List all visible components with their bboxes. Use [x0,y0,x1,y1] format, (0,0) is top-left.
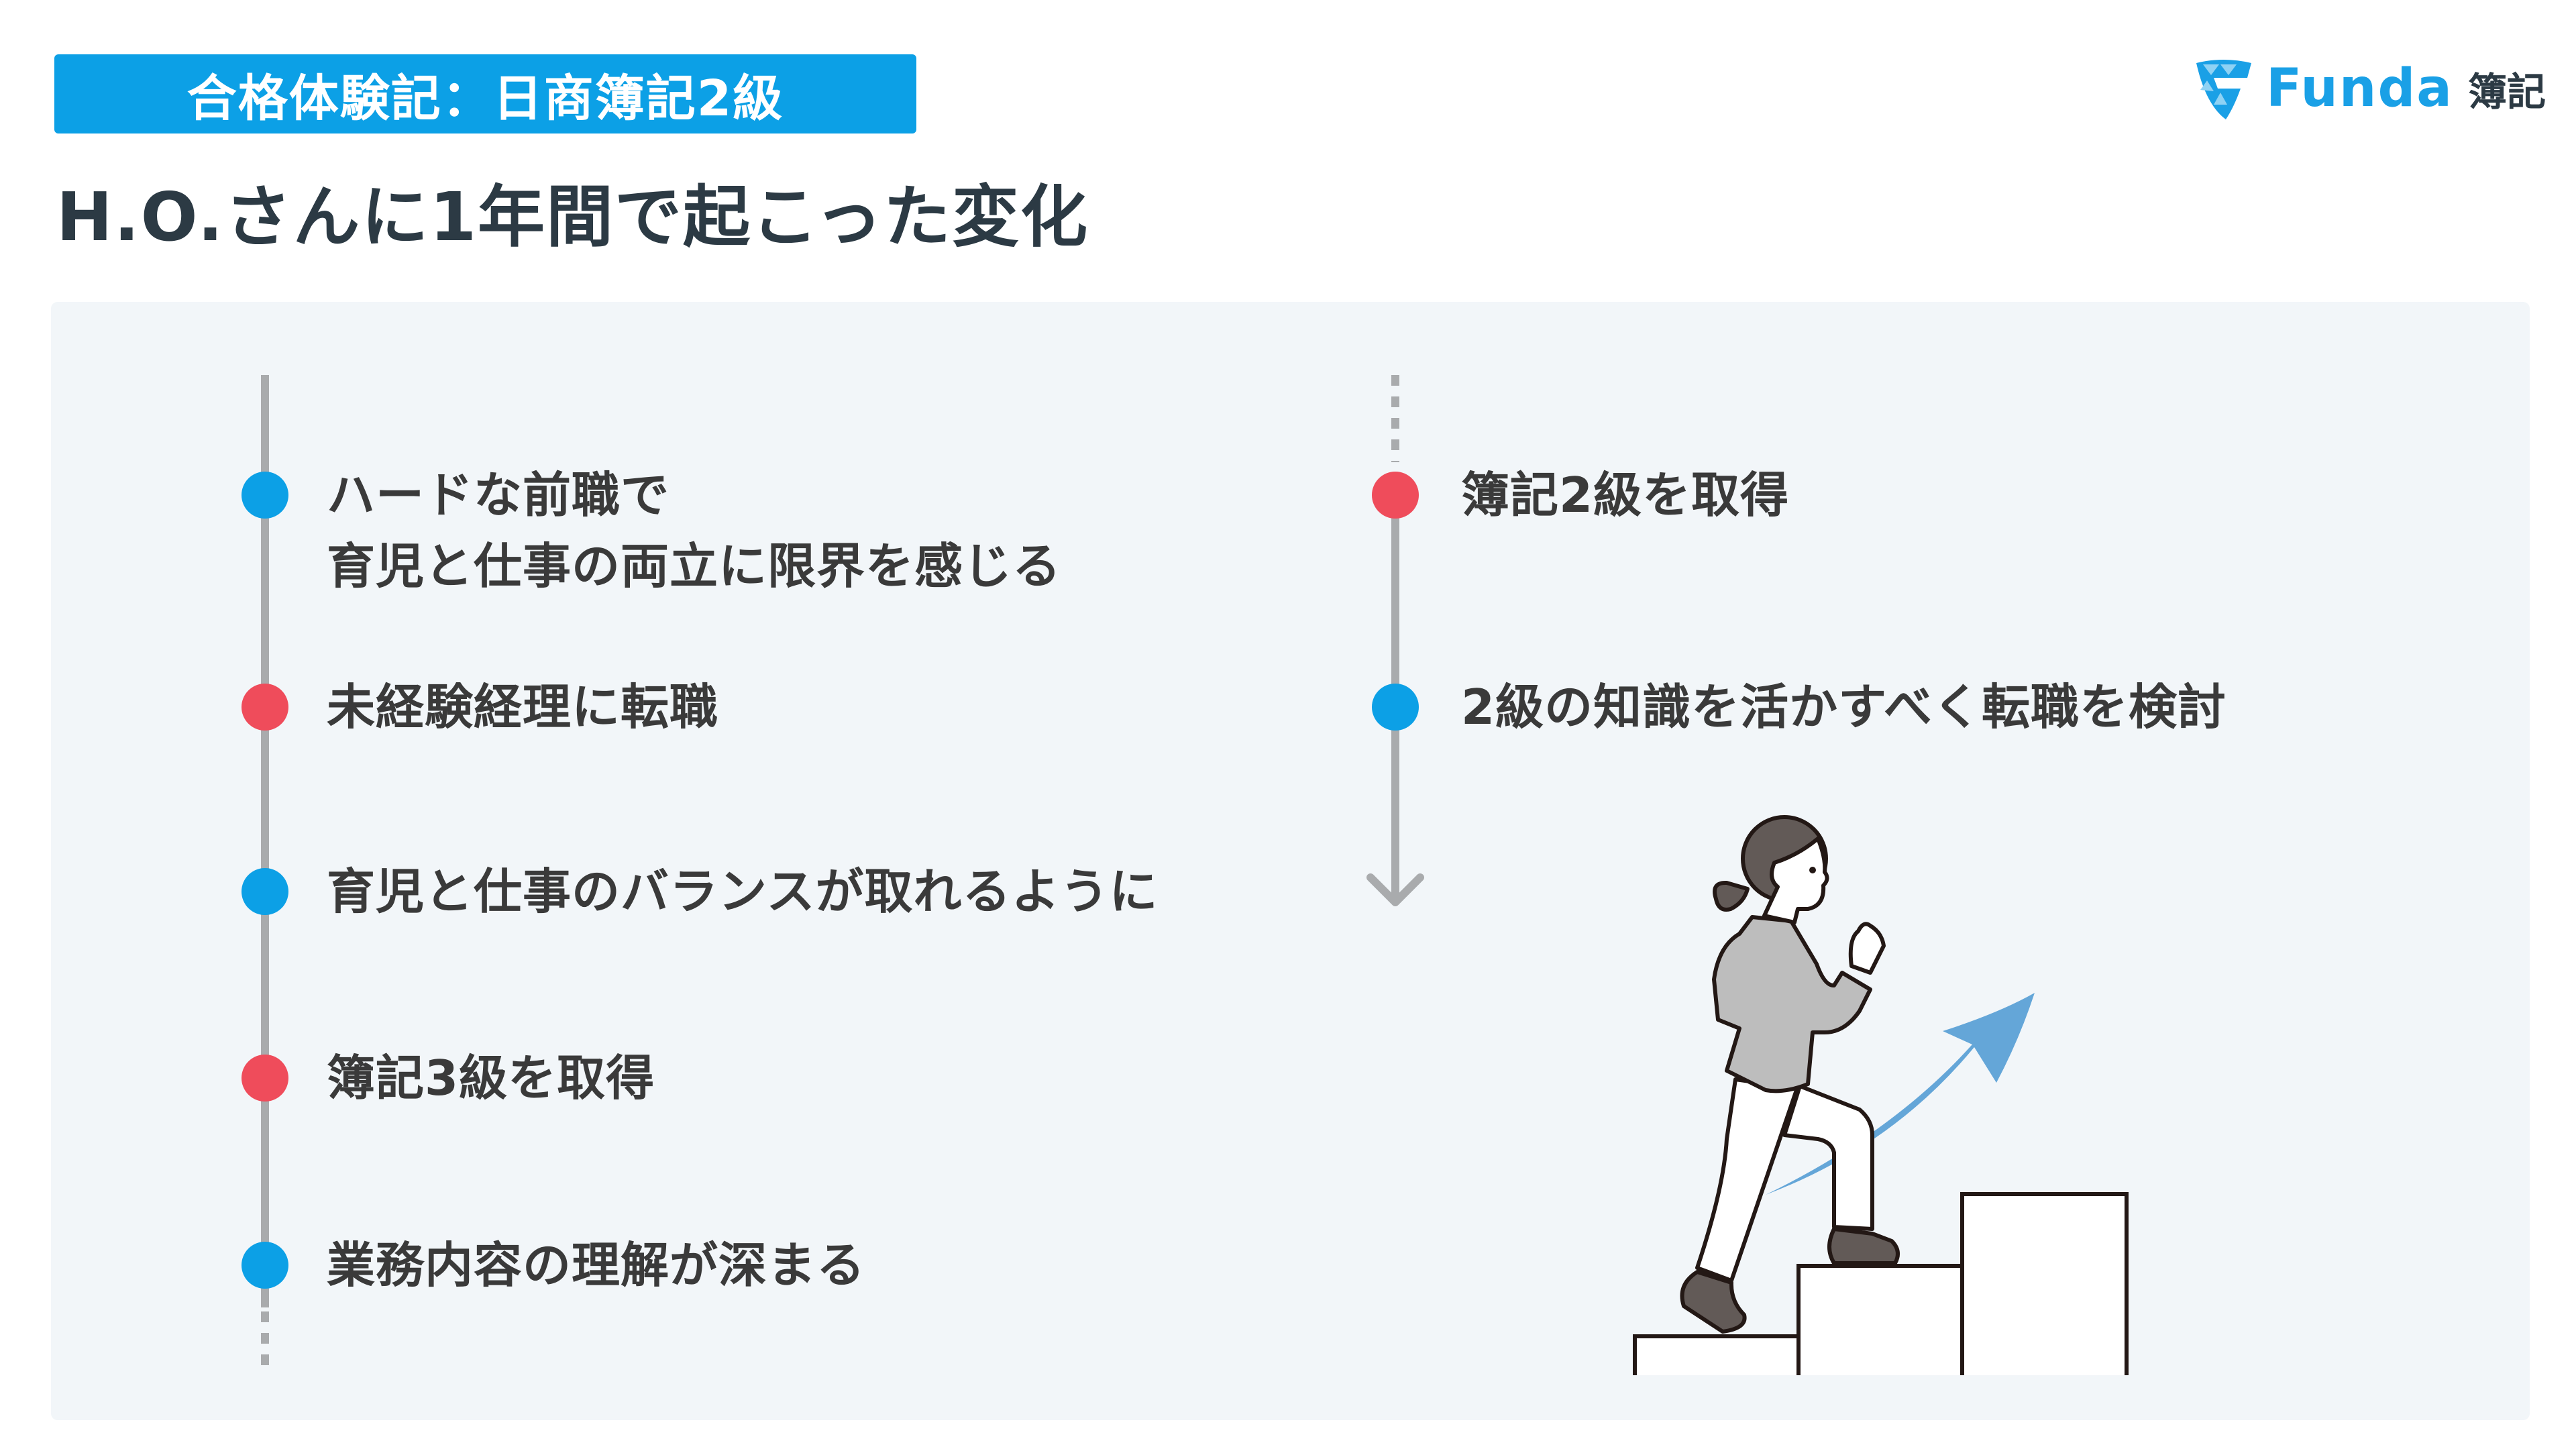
timeline-dot-blue [241,1242,288,1289]
timeline-item: ハードな前職で 育児と仕事の両立に限界を感じる [327,460,1061,602]
growth-arrow-icon [1766,993,2035,1195]
timeline-dot-red [241,684,288,731]
timeline-dot-blue [241,868,288,915]
category-tag-label: 合格体験記：日商簿記2級 [186,69,784,127]
woman-climbing-stairs-illustration [1633,815,2129,1375]
timeline-item: 育児と仕事のバランスが取れるように [327,863,1159,920]
timeline-item: 簿記2級を取得 [1461,467,1790,523]
funda-boki-logo: Funda 簿記 [2194,56,2546,121]
timeline-item-text: 育児と仕事の両立に限界を感じる [327,538,1062,594]
logo-brand: Funda [2266,58,2453,119]
woman-figure [1680,815,1900,1334]
timeline-arrow-down-icon [1366,873,1424,906]
timeline-item: 簿記3級を取得 [327,1050,655,1106]
timeline-dot-red [241,1055,288,1102]
timeline-dot-blue [241,472,288,519]
page-title: H.O.さんに1年間で起こった変化 [56,178,1089,256]
funda-logo-icon [2196,60,2251,119]
timeline-dot-blue [1372,684,1419,731]
timeline-item: 未経験経理に転職 [327,679,719,735]
timeline-item-text: ハードな前職で [327,467,670,523]
category-tag: 合格体験記：日商簿記2級 [54,54,916,133]
left-timeline-continuation [261,1311,269,1376]
timeline-item: 2級の知識を活かすべく転職を検討 [1461,679,2227,735]
timeline-item: 業務内容の理解が深まる [327,1237,866,1293]
logo-suffix: 簿記 [2467,69,2546,115]
timeline-dot-red [1372,472,1419,519]
stairs [1633,1192,2129,1375]
right-timeline-continuation [1391,375,1399,462]
